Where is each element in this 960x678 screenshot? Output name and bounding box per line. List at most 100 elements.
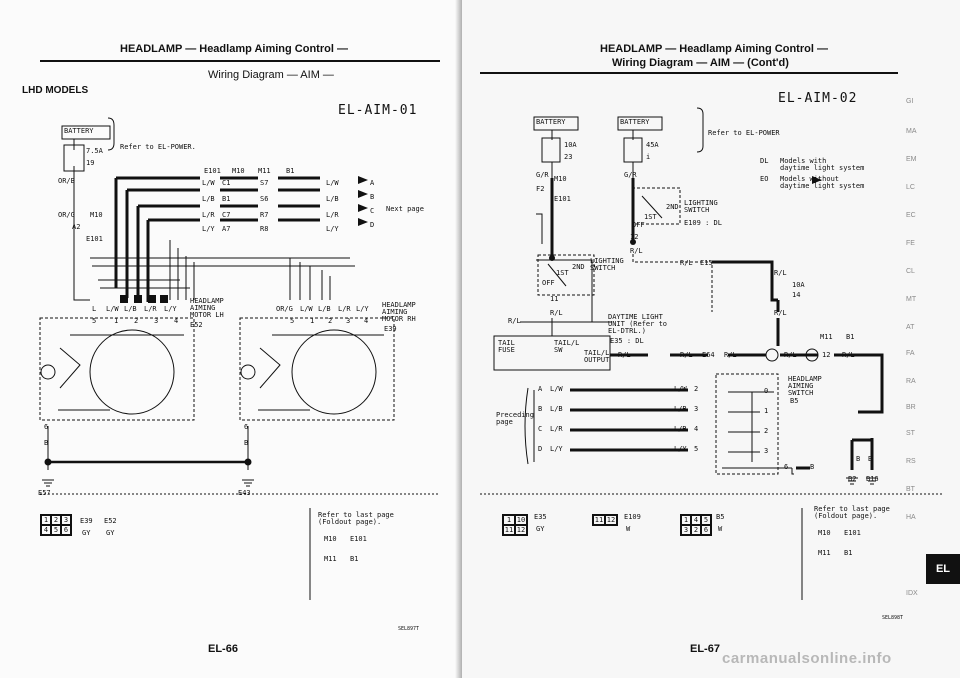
diagram-code: EL-AIM-02: [778, 91, 858, 106]
conn-m11: M11: [820, 333, 833, 341]
right-page: HEADLAMP — Headlamp Aiming Control — Wir…: [462, 0, 960, 678]
foot-color: W: [718, 525, 723, 533]
conn-e64: E64: [702, 351, 715, 359]
foot-color: GY: [82, 529, 91, 537]
figure-code: SEL897T: [398, 626, 420, 632]
pin-label: S6: [260, 195, 269, 203]
watermark: carmanualsonline.info: [722, 650, 892, 667]
sw-pos: 1: [764, 407, 769, 415]
ground-pin: 6: [44, 423, 49, 431]
wire-rl-7: R/L: [724, 351, 737, 359]
wire-rl-3: R/L: [508, 317, 521, 325]
index-code: LC: [906, 184, 915, 191]
daytime-conn: E35 : DL: [610, 337, 644, 345]
wire-rl-2: R/L: [550, 309, 563, 317]
wire-rl-5: R/L: [618, 351, 631, 359]
ground-wire: B: [810, 463, 815, 471]
battery-label: BATTERY: [64, 127, 94, 135]
foot-color: GY: [106, 529, 115, 537]
switch-1st: 1ST: [644, 213, 657, 221]
index-code: FA: [906, 350, 915, 357]
pin-label: R7: [260, 211, 269, 219]
arrow-pin: A: [370, 179, 375, 187]
wire-label: L/Y: [202, 225, 215, 233]
lighting-switch-label: LIGHTING SWITCH: [684, 199, 718, 214]
fuse-number: 19: [86, 159, 95, 167]
legend-eo-text: Models without daytime light system: [780, 175, 865, 190]
wire-rl-10: R/L: [774, 269, 787, 277]
motor-rh-conn: E39: [384, 325, 397, 333]
hdr-conn: E101: [204, 167, 221, 175]
rh-label: L/W: [300, 305, 313, 313]
foot-conn: E39: [80, 517, 93, 525]
connector-face-b5: 1 4 5 3 2 6: [680, 514, 712, 536]
out-wire: L/R: [674, 425, 687, 433]
foot-conn: B5: [716, 513, 725, 521]
daytime-unit: DAYTIME LIGHT UNIT (Refer to EL-DTRL.): [608, 313, 668, 335]
connector-face-e109: 11 12: [592, 514, 618, 526]
tail-fuse: TAIL FUSE: [498, 339, 515, 354]
switch-2nd-2: 2ND: [572, 263, 585, 271]
lh-label: L/R: [144, 305, 157, 313]
ref-conn: M10: [818, 529, 831, 537]
out-wire: L/Y: [674, 445, 687, 453]
wire-rl-9: R/L: [842, 351, 855, 359]
right-header: HEADLAMP — Headlamp Aiming Control —: [600, 43, 828, 55]
ref-conn: M11: [818, 549, 831, 557]
lh-label: L/B: [124, 305, 137, 313]
models-label: LHD MODELS: [22, 85, 89, 96]
ref-conn: M10: [324, 535, 337, 543]
pin-11: 11: [550, 295, 559, 303]
pin-number: 3: [154, 317, 159, 325]
battery2-label: BATTERY: [620, 118, 650, 126]
index-code: CL: [906, 268, 915, 275]
conn-b1: B1: [846, 333, 855, 341]
conn-m10: M10: [554, 175, 567, 183]
wire-label: L/R: [326, 211, 339, 219]
fuse3-number: 14: [792, 291, 801, 299]
left-header-rule: [40, 60, 440, 62]
foot-color: GY: [536, 525, 545, 533]
fuse1-number: 23: [564, 153, 573, 161]
conn-e101: E101: [554, 195, 571, 203]
wire-org: OR/G: [58, 211, 75, 219]
page-number: EL-67: [690, 643, 720, 655]
conn-m10: M10: [90, 211, 103, 219]
preceding-page: Preceding page: [496, 411, 534, 426]
left-subtitle: Wiring Diagram — AIM —: [208, 69, 334, 81]
motor-lh-label: HEADLAMP AIMING MOTOR LH: [190, 297, 224, 319]
ref-conn: B1: [844, 549, 853, 557]
in-pin: C: [538, 425, 543, 433]
next-page-label: Next page: [386, 205, 424, 213]
rh-label: L/Y: [356, 305, 369, 313]
pin-number: 3: [346, 317, 351, 325]
fuse3-amp: 10A: [792, 281, 805, 289]
pin-number: 5: [290, 317, 295, 325]
pin-12b: 12: [822, 351, 831, 359]
right-header-rule: [480, 72, 898, 74]
ground-wire: B: [44, 439, 49, 447]
wire-rl-8: R/L: [784, 351, 797, 359]
switch-conn: E109 : DL: [684, 219, 722, 227]
index-code: EC: [906, 212, 916, 219]
conn-f2: F2: [536, 185, 545, 193]
hdr-conn: M10: [232, 167, 245, 175]
refer-last-page: Refer to last page (Foldout page).: [318, 511, 394, 526]
wire-gr: G/R: [624, 171, 637, 179]
wire-rl-6: R/L: [680, 351, 693, 359]
wire-gr: G/R: [536, 171, 549, 179]
ground-right: E43: [238, 489, 251, 497]
battery1-label: BATTERY: [536, 118, 566, 126]
conn-a2: A2: [72, 223, 81, 231]
ground-pin: 6: [244, 423, 249, 431]
index-code: BT: [906, 486, 915, 493]
index-code: RA: [906, 378, 916, 385]
arrow-pin: B: [370, 193, 375, 201]
in-pin: A: [538, 385, 543, 393]
aiming-switch-label: HEADLAMP AIMING SWITCH: [788, 375, 822, 397]
hdr-conn: B1: [286, 167, 295, 175]
foot-conn: E109: [624, 513, 641, 521]
wire-label: L/W: [326, 179, 339, 187]
page-number: EL-66: [208, 643, 238, 655]
lighting-switch-label-2: LIGHTING SWITCH: [590, 257, 624, 272]
